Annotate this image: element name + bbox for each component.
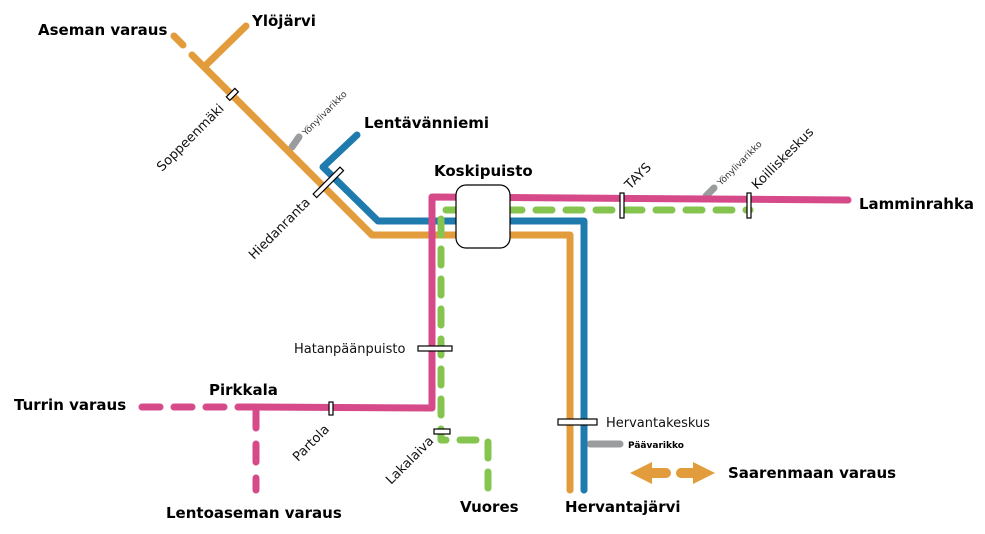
depot-label-yonylivarikko-west: Yönylivarikko — [300, 89, 349, 138]
depot-spur-west — [288, 133, 303, 151]
blue-line — [319, 131, 588, 494]
green-line — [437, 206, 754, 492]
stop-marker-hatanpaanpuisto[interactable] — [417, 345, 453, 352]
stop-label-koilliskeskus[interactable]: Koilliskeskus — [749, 125, 817, 193]
terminal-label-koskipuisto[interactable]: Koskipuisto — [434, 162, 533, 180]
terminal-label-lentoaseman-varaus[interactable]: Lentoaseman varaus — [166, 504, 342, 522]
saarenmaan-varaus-arrow-icon — [630, 462, 715, 484]
stop-marker-tays[interactable] — [619, 192, 625, 219]
stop-marker-lakalaiva[interactable] — [433, 428, 451, 435]
stop-label-lakalaiva[interactable]: Lakalaiva — [383, 434, 437, 488]
terminal-label-ylojarvi[interactable]: Ylöjärvi — [251, 12, 316, 30]
stop-marker-koilliskeskus[interactable] — [746, 192, 752, 219]
orange-line-ylojarvi-branch — [201, 22, 250, 70]
terminal-label-lamminrahka[interactable]: Lamminrahka — [859, 195, 974, 213]
stop-label-hatanpaanpuisto[interactable]: Hatanpäänpuisto — [294, 342, 405, 357]
terminal-label-turrin-varaus[interactable]: Turrin varaus — [14, 396, 126, 414]
terminal-label-vuores[interactable]: Vuores — [460, 498, 519, 516]
terminal-label-aseman-varaus[interactable]: Aseman varaus — [38, 21, 167, 39]
stop-marker-hiedanranta[interactable] — [312, 166, 345, 199]
terminal-label-pirkkala[interactable]: Pirkkala — [209, 381, 278, 399]
pink-line-main — [250, 193, 852, 412]
stop-marker-hervantakeskus[interactable] — [557, 418, 598, 426]
stop-label-hervantakeskus[interactable]: Hervantakeskus — [606, 416, 710, 431]
depot-spur-east — [702, 184, 718, 200]
stop-marker-soppeenmaki[interactable] — [225, 87, 240, 102]
terminal-label-hervantajarvi[interactable]: Hervantajärvi — [565, 498, 681, 516]
stop-marker-partola[interactable] — [328, 401, 334, 416]
terminal-label-lentavanniemi[interactable]: Lentävänniemi — [364, 114, 489, 132]
stop-label-soppeenmaki[interactable]: Soppeenmäki — [154, 101, 227, 174]
orange-line-aseman-varaus-dash1 — [170, 32, 187, 49]
stop-label-partola[interactable]: Partola — [290, 422, 333, 465]
koskipuisto-hub[interactable] — [455, 184, 511, 249]
terminal-label-saarenmaan-varaus[interactable]: Saarenmaan varaus — [728, 464, 896, 482]
depot-label-paavarikko: Päävarikko — [628, 441, 684, 451]
stop-label-hiedanranta[interactable]: Hiedanranta — [246, 195, 314, 263]
stop-label-tays[interactable]: TAYS — [622, 160, 655, 193]
